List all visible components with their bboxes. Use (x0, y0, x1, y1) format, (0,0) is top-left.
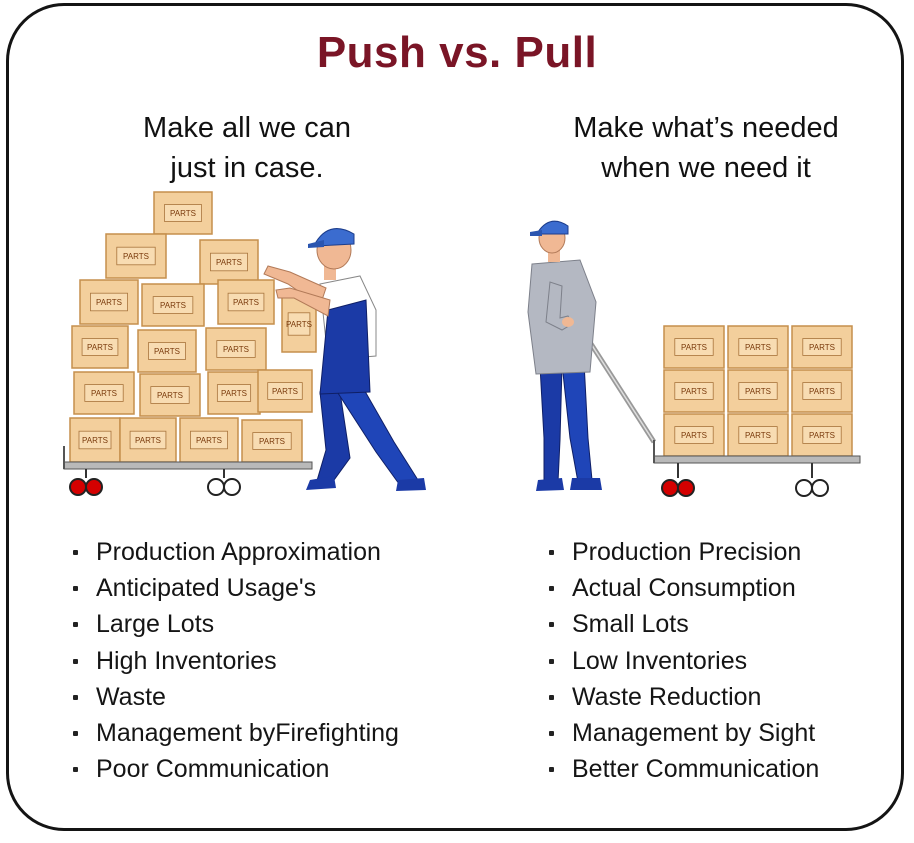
pull-worker-figure (527, 220, 602, 491)
push-carton: PARTS (69, 417, 121, 463)
pull-carton: PARTS (663, 325, 725, 369)
pull-carton: PARTS (727, 325, 789, 369)
box-label: PARTS (809, 387, 835, 396)
push-subtitle: Make all we can just in case. (82, 108, 412, 188)
box-label: PARTS (809, 431, 835, 440)
box-label: PARTS (272, 387, 298, 396)
box-label: PARTS (745, 387, 771, 396)
pull-bullet-item: Production Precision (546, 534, 819, 570)
pull-carton: PARTS (791, 325, 853, 369)
box-label: PARTS (681, 387, 707, 396)
push-carton: PARTS (179, 417, 239, 463)
box-label: PARTS (170, 209, 196, 218)
push-box-pile: PARTS PARTS PARTS PARTS PARTS PARTS PARTS PARTS… (69, 191, 317, 463)
pull-carton: PARTS (663, 413, 725, 457)
push-carton: PARTS (105, 233, 167, 279)
pull-carton: PARTS (791, 369, 853, 413)
pull-bullet-item: Better Communication (546, 751, 819, 787)
pull-subtitle-line-1: Make what’s needed (573, 112, 839, 144)
push-scene-illustration: PARTS PARTS PARTS PARTS PARTS PARTS PARTS PARTS… (63, 191, 426, 496)
pull-characteristics-list: Production Precision Actual Consumption … (546, 534, 819, 787)
box-label: PARTS (154, 347, 180, 356)
box-label: PARTS (745, 431, 771, 440)
pull-carton: PARTS (791, 413, 853, 457)
push-carton: PARTS (153, 191, 213, 235)
push-carton: PARTS (79, 279, 139, 325)
box-label: PARTS (135, 436, 161, 445)
pull-box-grid: PARTS PARTS PARTS PARTS PARTS PARTS PARTS PARTS… (663, 325, 853, 457)
box-label: PARTS (82, 436, 108, 445)
pull-rear-wheels-icon (795, 463, 829, 497)
push-carton: PARTS (207, 371, 261, 415)
box-label: PARTS (233, 298, 259, 307)
pull-cart-deck (653, 455, 861, 464)
pull-carton: PARTS (663, 369, 725, 413)
pull-subtitle-line-2: when we need it (601, 152, 811, 184)
push-cart-deck (63, 461, 313, 470)
box-label: PARTS (809, 343, 835, 352)
box-label: PARTS (745, 343, 771, 352)
pull-bullet-item: Actual Consumption (546, 570, 819, 606)
pull-cap-icon (537, 220, 569, 235)
box-label: PARTS (223, 345, 249, 354)
box-label: PARTS (96, 298, 122, 307)
push-subtitle-line-2: just in case. (170, 152, 324, 184)
pull-bullet-item: Management by Sight (546, 715, 819, 751)
box-label: PARTS (87, 343, 113, 352)
push-carton: PARTS (71, 325, 129, 369)
push-carton: PARTS (217, 279, 275, 325)
push-bullet-item: Production Approximation (70, 534, 399, 570)
push-carton: PARTS (241, 419, 303, 463)
pull-carton: PARTS (727, 369, 789, 413)
push-bullet-item: Management byFirefighting (70, 715, 399, 751)
box-label: PARTS (216, 258, 242, 267)
push-subtitle-line-1: Make all we can (143, 112, 351, 144)
box-label: PARTS (221, 389, 247, 398)
pull-carton: PARTS (727, 413, 789, 457)
page-title: Push vs. Pull (316, 28, 598, 77)
box-label: PARTS (259, 437, 285, 446)
pull-front-wheels-icon (661, 463, 695, 497)
push-bullet-item: Anticipated Usage's (70, 570, 399, 606)
push-carton: PARTS (73, 371, 135, 415)
push-characteristics-list: Production Approximation Anticipated Usa… (70, 534, 399, 787)
box-label: PARTS (681, 431, 707, 440)
pull-bullet-item: Small Lots (546, 606, 819, 642)
box-label: PARTS (91, 389, 117, 398)
pull-scene-illustration: PARTS PARTS PARTS PARTS PARTS PARTS PARTS PARTS… (527, 220, 861, 497)
box-label: PARTS (681, 343, 707, 352)
push-carton: PARTS (205, 327, 267, 371)
box-label: PARTS (160, 301, 186, 310)
push-carton: PARTS (257, 369, 313, 413)
push-carton: PARTS (199, 239, 259, 285)
push-carton: PARTS (119, 417, 177, 463)
push-bullet-item: Waste (70, 679, 399, 715)
box-label: PARTS (196, 436, 222, 445)
box-label: PARTS (123, 252, 149, 261)
pull-bullet-item: Waste Reduction (546, 679, 819, 715)
push-front-wheels-icon (69, 469, 103, 496)
push-carton: PARTS (141, 283, 205, 327)
push-worker-figure (263, 228, 426, 491)
push-carton: PARTS (137, 329, 197, 373)
push-cap-icon (315, 228, 355, 247)
push-bullet-item: Poor Communication (70, 751, 399, 787)
push-carton: PARTS (139, 373, 201, 417)
box-label: PARTS (157, 391, 183, 400)
push-bullet-item: Large Lots (70, 606, 399, 642)
pull-bullet-item: Low Inventories (546, 643, 819, 679)
push-bullet-item: High Inventories (70, 643, 399, 679)
box-label: PARTS (286, 320, 312, 329)
pull-subtitle: Make what’s needed when we need it (541, 108, 871, 188)
push-rear-wheels-icon (207, 469, 241, 496)
